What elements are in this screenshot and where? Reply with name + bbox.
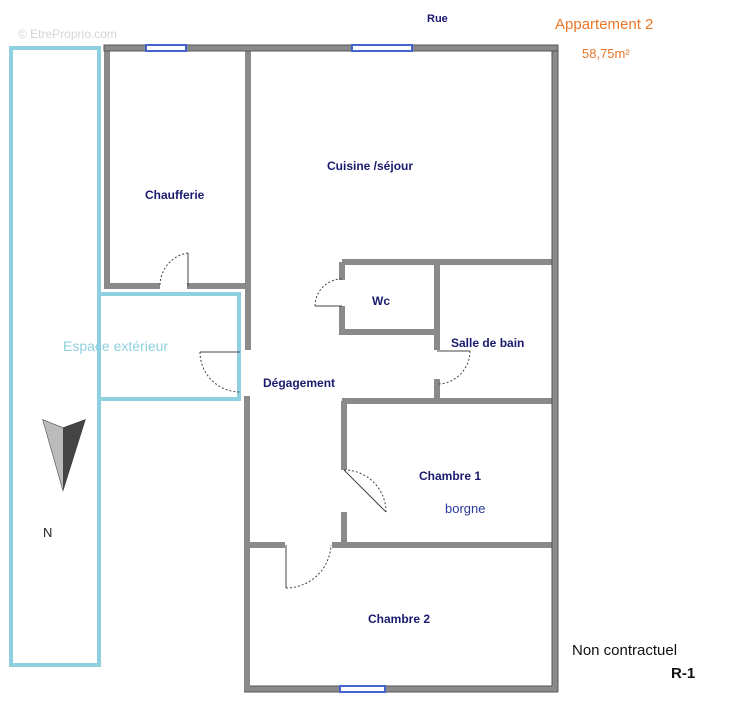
wall-edges [103, 44, 559, 693]
exterior-label: Espace extérieur [63, 338, 168, 354]
doors [159, 252, 471, 589]
north-arrow-icon [42, 419, 86, 492]
room-note-chambre1: borgne [445, 501, 485, 516]
windows [145, 44, 413, 693]
street-label: Rue [427, 13, 448, 25]
room-label-degagement: Dégagement [263, 376, 335, 390]
room-label-chambre2: Chambre 2 [368, 612, 430, 626]
apartment-title: Appartement 2 [555, 16, 653, 33]
level-label: R-1 [671, 665, 695, 682]
room-label-wc: Wc [372, 294, 390, 308]
exterior-zone [9, 46, 241, 667]
watermark: © EtreProprio.com [18, 27, 117, 41]
room-label-cuisine: Cuisine /séjour [327, 159, 413, 173]
room-label-salle-de-bain: Salle de bain [451, 336, 524, 350]
room-label-chaufferie: Chaufferie [145, 188, 205, 202]
compass-label: N [43, 525, 52, 540]
disclaimer-text: Non contractuel [572, 642, 677, 659]
apartment-area: 58,75m² [582, 46, 630, 61]
walls [104, 45, 558, 692]
room-label-chambre1: Chambre 1 [419, 469, 481, 483]
